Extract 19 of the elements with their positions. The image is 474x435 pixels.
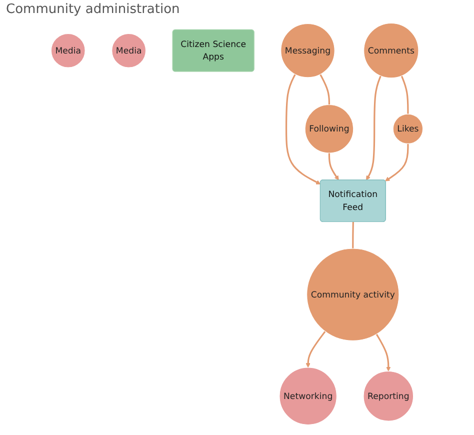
connector bbox=[400, 76, 409, 114]
note-text: Community administration bbox=[6, 2, 180, 17]
node-circle: Media bbox=[50, 33, 86, 68]
arrow bbox=[376, 334, 391, 372]
node-circle: Reporting bbox=[363, 370, 414, 422]
arrow bbox=[328, 153, 339, 180]
node-circle: Following bbox=[304, 104, 354, 154]
arrow bbox=[306, 330, 326, 368]
node-circle: Community activity bbox=[306, 248, 400, 341]
connector bbox=[352, 222, 354, 249]
node-circle: Messaging bbox=[280, 23, 335, 78]
arrow bbox=[385, 144, 409, 182]
node-circle: Comments bbox=[364, 23, 419, 78]
node-circle: Networking bbox=[279, 367, 337, 425]
arrow bbox=[285, 74, 321, 184]
node-circle: Media bbox=[112, 33, 146, 68]
node-circle: Likes bbox=[392, 114, 424, 144]
arrow bbox=[366, 76, 382, 180]
connector bbox=[320, 74, 330, 105]
